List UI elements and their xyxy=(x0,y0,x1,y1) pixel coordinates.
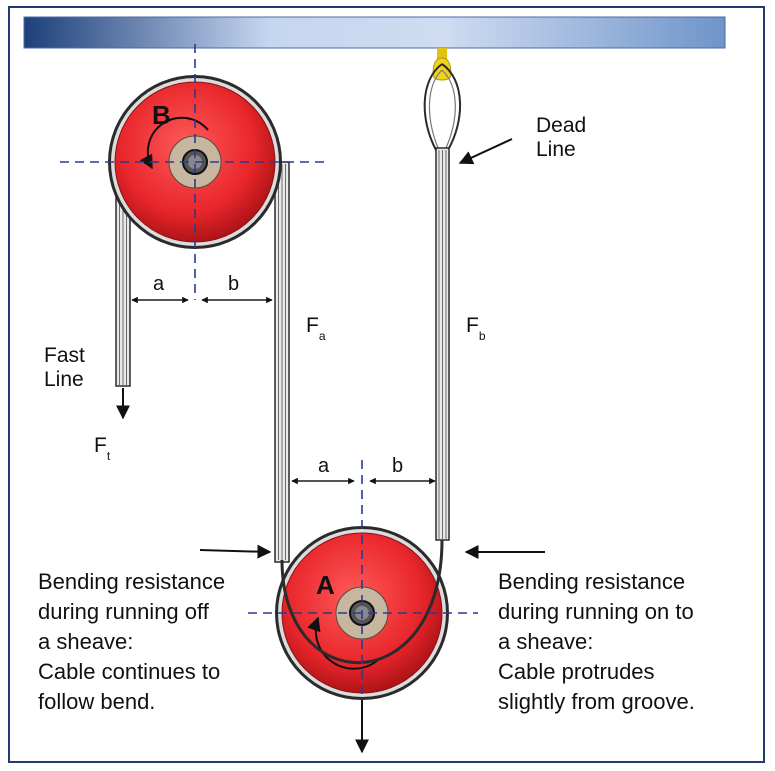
right-note-line-5: slightly from groove. xyxy=(498,689,695,714)
left-note: Bending resistance during running off a … xyxy=(38,567,225,717)
dim-b-bottom-label: b xyxy=(392,455,403,477)
left-note-line-5: follow bend. xyxy=(38,689,156,714)
fast-line-label-line-2: Line xyxy=(44,368,84,391)
axis-lines xyxy=(60,44,478,736)
left-note-line-1: Bending resistance xyxy=(38,569,226,594)
ceiling-beam xyxy=(23,16,726,49)
right-note-line-1: Bending resistance xyxy=(498,569,686,594)
sheave-a-label: A xyxy=(316,570,335,600)
left-note-line-2: during running off xyxy=(38,599,209,624)
dead-line-label-line-1: Dead xyxy=(536,114,587,137)
fast-line-label-line-1: Fast xyxy=(44,344,85,367)
force-fast-label: Ft xyxy=(94,434,111,463)
fast-line-cable xyxy=(115,189,131,387)
left-note-line-3: a sheave: xyxy=(38,629,134,654)
rotation-arrow-b xyxy=(139,116,209,170)
right-note: Bending resistance during running on to … xyxy=(498,567,695,717)
dim-a-top-label: a xyxy=(153,273,165,295)
fast-line-label: Fast Line xyxy=(44,344,85,392)
right-note-line-3: a sheave: xyxy=(498,629,594,654)
left-note-line-4: Cable continues to xyxy=(38,659,221,684)
anchor-hook xyxy=(432,48,452,81)
dead-line-pointer xyxy=(458,138,513,165)
right-note-line-4: Cable protrudes xyxy=(498,659,655,684)
dead-line-label: Dead Line xyxy=(536,114,586,162)
rotation-arrow-a xyxy=(307,616,379,670)
force-a-label: Fa xyxy=(306,314,326,343)
sheave-b-label: B xyxy=(152,100,171,130)
middle-cable xyxy=(274,161,290,563)
left-bend-pointer xyxy=(199,544,272,559)
force-b-label: Fb xyxy=(466,314,486,343)
dim-a-bottom-label: a xyxy=(318,455,330,477)
dead-line-cable xyxy=(435,147,450,541)
right-note-line-2: during running on to xyxy=(498,599,694,624)
dim-b-top-label: b xyxy=(228,273,239,295)
dead-line-eye xyxy=(423,63,462,151)
dead-line-label-line-2: Line xyxy=(536,138,576,161)
